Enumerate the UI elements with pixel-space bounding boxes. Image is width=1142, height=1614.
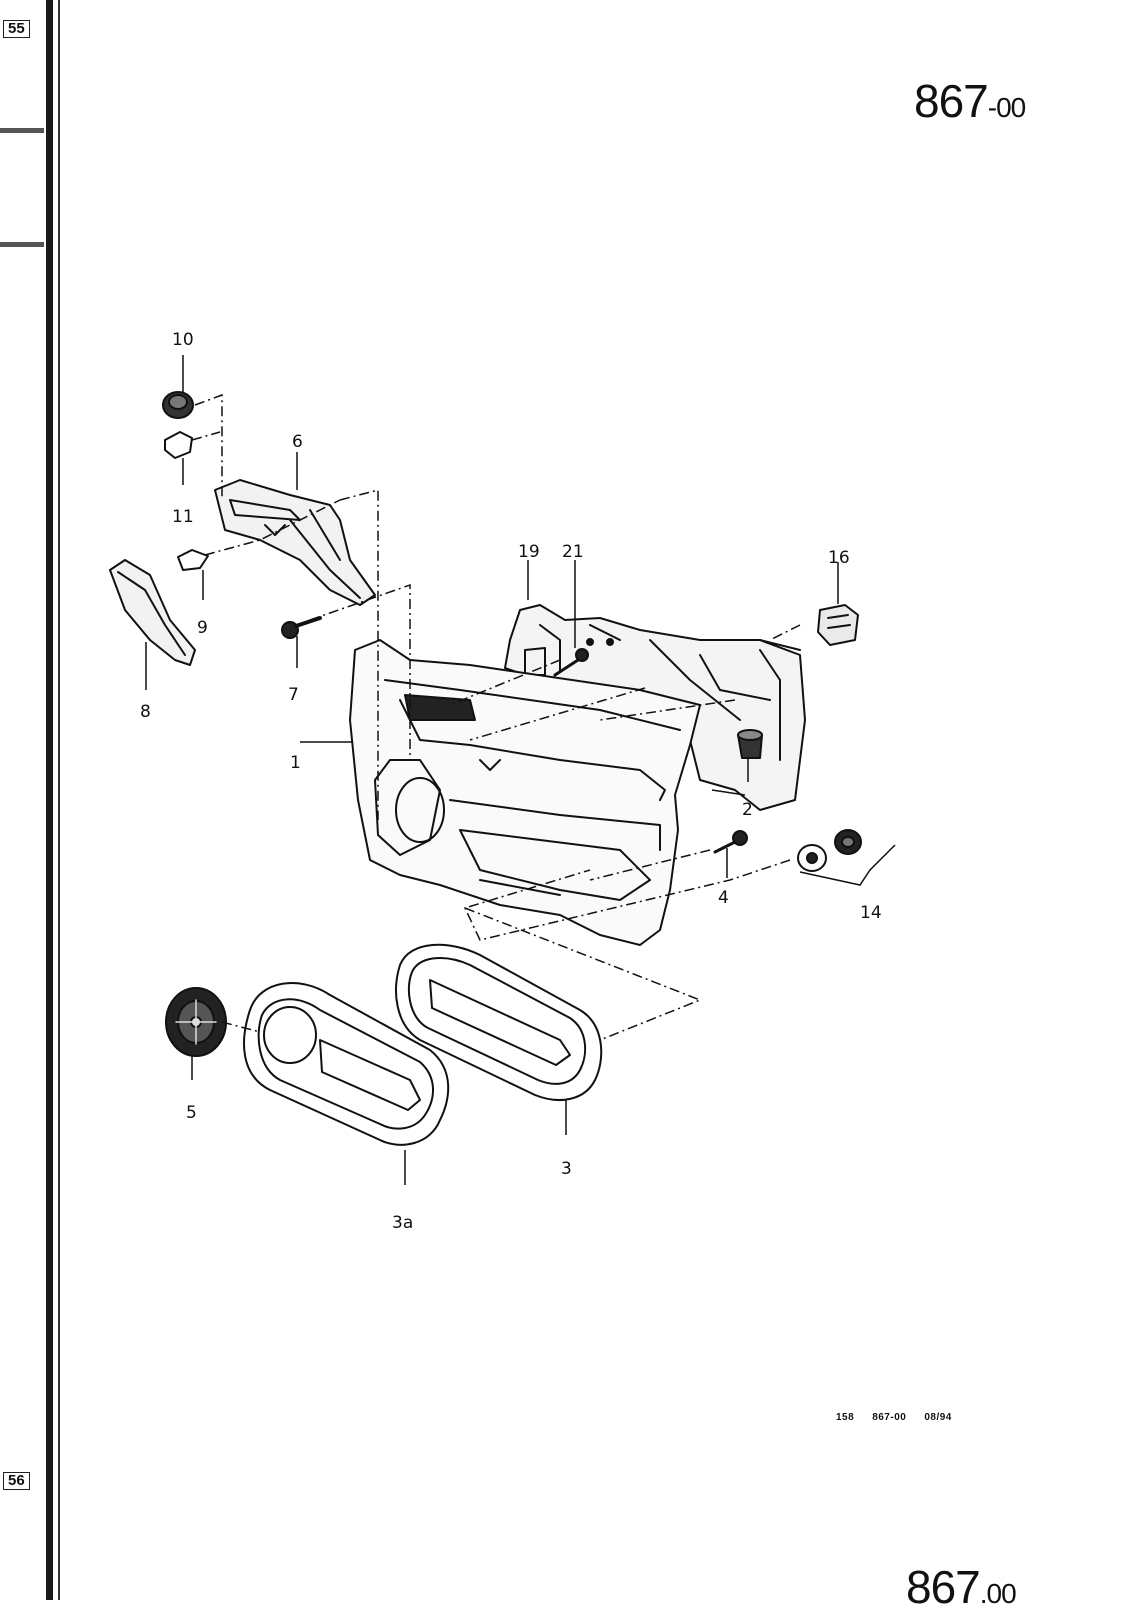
footer-ref-code: 867-00 [872,1412,907,1423]
callout-19: 19 [518,542,540,562]
callout-4: 4 [718,888,729,908]
trim-ring [395,943,603,1101]
footer-sheet: 158 [836,1412,855,1423]
binder-tab [0,128,44,133]
margin-page-number-bottom: 56 [3,1472,30,1490]
callout-9: 9 [197,618,208,638]
callout-7: 7 [288,685,299,705]
door-trim-panel [349,639,701,946]
callout-8: 8 [140,702,151,722]
pull-handle [109,559,196,666]
callout-14: 14 [860,903,882,923]
callout-11: 11 [172,507,194,527]
screw [281,616,322,639]
binder-rule [58,0,60,1600]
screw-lower [713,830,748,854]
connector [817,604,859,646]
page-code-main: 867 [914,75,989,127]
callout-3a: 3a [392,1213,413,1233]
grommet-pair [797,829,862,872]
speaker-grille [165,987,227,1057]
callout-5: 5 [186,1103,197,1123]
page-code-suffix: -00 [987,92,1026,123]
page-code: 867-00 [914,74,1026,128]
callout-21: 21 [562,542,584,562]
leader-lines [145,355,896,1185]
callout-1: 1 [290,753,301,773]
assembly-lines [191,393,801,1041]
trim-ring-speaker [243,982,450,1146]
footer-reference: 158 867-00 08/94 [836,1412,970,1423]
armrest-bracket [214,479,376,606]
binder-tab [0,242,44,247]
retaining-clip [177,549,209,571]
callout-2: 2 [742,800,753,820]
plug-cap [162,391,194,419]
callout-16: 16 [828,548,850,568]
trim-clip [737,729,763,759]
callout-6: 6 [292,432,303,452]
cover-cap [164,431,193,459]
callout-10: 10 [172,330,194,350]
callout-3: 3 [561,1159,572,1179]
margin-page-number-top: 55 [3,20,30,38]
footer-date: 08/94 [924,1412,952,1423]
binder-edge [46,0,53,1600]
screw-upper [553,648,589,677]
